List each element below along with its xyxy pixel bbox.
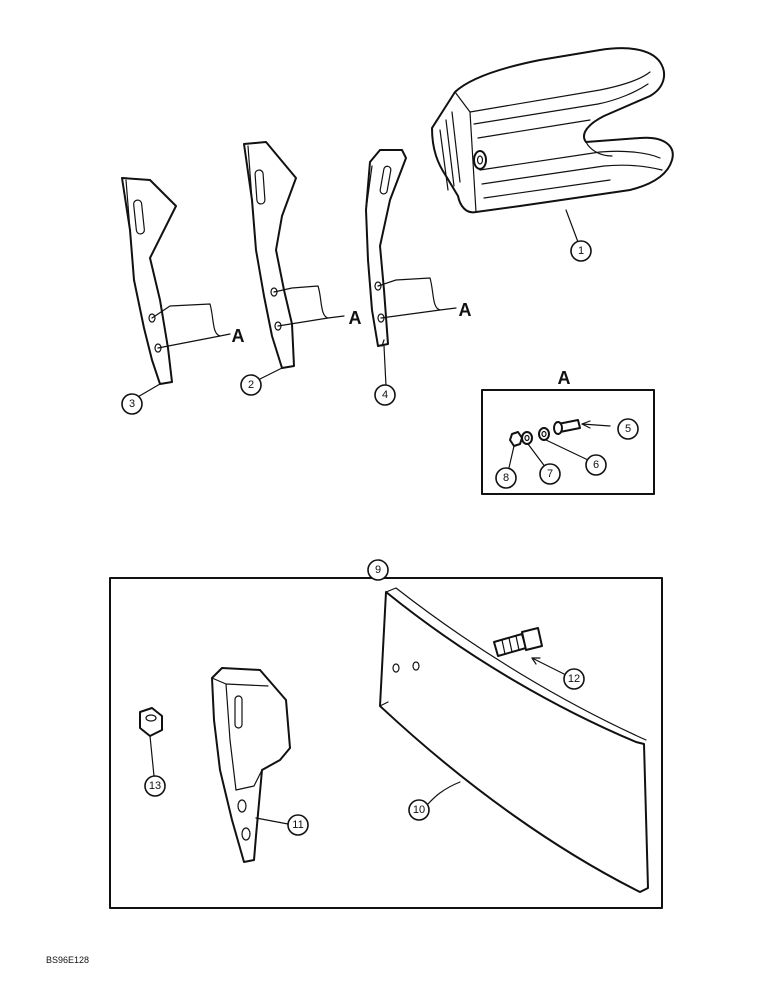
lock-washer-part-7	[521, 431, 533, 445]
washer-part-6	[538, 427, 550, 441]
detail-a-title: A	[558, 368, 571, 388]
callout-label: 6	[593, 459, 599, 471]
bolt-part-5	[553, 419, 581, 435]
callout-12: 12	[563, 668, 585, 690]
callout-label: 5	[625, 423, 631, 435]
reference-code: BS96E128	[46, 955, 89, 965]
callout-3: 3	[121, 393, 143, 415]
callout-1: 1	[570, 240, 592, 262]
callout-label: 12	[568, 673, 580, 685]
callout-label: 3	[129, 398, 135, 410]
callout-5: 5	[617, 418, 639, 440]
part-12-bolt	[493, 627, 543, 657]
callout-label: 4	[382, 389, 388, 401]
callout-8: 8	[495, 467, 517, 489]
section-a-leaders	[151, 277, 457, 349]
part-13-nut	[139, 707, 163, 737]
section-marker-a: A	[349, 308, 362, 328]
callout-4: 4	[374, 384, 396, 406]
section-marker-a: A	[459, 300, 472, 320]
callout-label: 7	[547, 468, 553, 480]
callout-10: 10	[408, 799, 430, 821]
callout-9: 9	[367, 559, 389, 581]
part-3-shank	[121, 177, 177, 385]
callout-label: 13	[149, 780, 161, 792]
part-1-shroud	[431, 47, 674, 214]
callout-label: 2	[248, 379, 254, 391]
section-marker-a: A	[232, 326, 245, 346]
part-10-wear-plate	[379, 587, 649, 893]
nut-part-8	[509, 431, 523, 447]
callout-leaders	[135, 209, 579, 825]
callout-11: 11	[287, 814, 309, 836]
callout-6: 6	[585, 454, 607, 476]
part-4-shank	[365, 149, 407, 347]
callout-label: 9	[375, 564, 381, 576]
kit-box-part-9	[109, 577, 663, 909]
callout-2: 2	[240, 374, 262, 396]
part-11-bracket	[211, 667, 291, 863]
callout-label: 8	[503, 472, 509, 484]
callout-label: 1	[578, 245, 584, 257]
part-2-shank	[243, 141, 297, 369]
callout-7: 7	[539, 463, 561, 485]
detail-a-box: A	[481, 368, 655, 495]
callout-label: 11	[292, 819, 303, 831]
callout-label: 10	[413, 804, 425, 816]
callout-13: 13	[144, 775, 166, 797]
